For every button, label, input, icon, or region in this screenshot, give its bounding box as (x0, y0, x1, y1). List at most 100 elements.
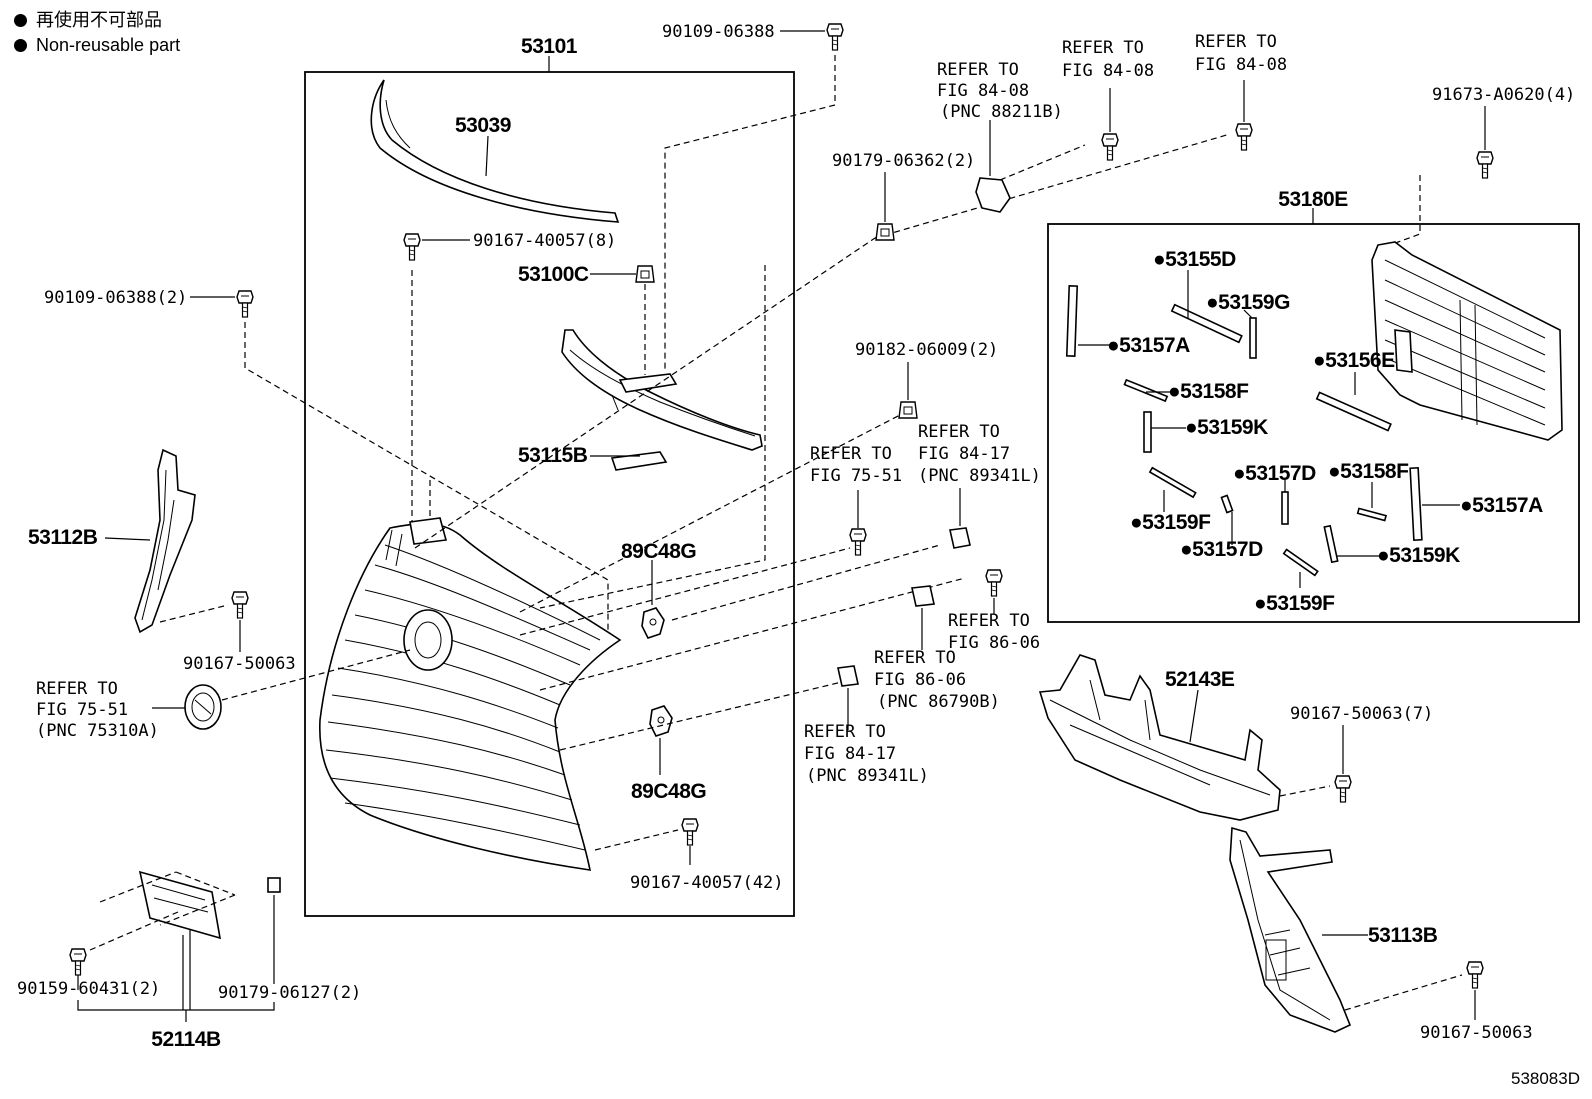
svg-text:(PNC 89341L): (PNC 89341L) (806, 766, 929, 786)
side-bracket-left-part (134, 448, 196, 634)
svg-text:FIG 75-51: FIG 75-51 (36, 700, 128, 720)
label-53157D-top: ●53157D (1233, 462, 1316, 485)
bolt-ref-84-08-b-icon (1235, 123, 1253, 151)
bolt-90167-50063-right-icon (1466, 961, 1484, 989)
upper-molding-part (370, 79, 620, 223)
clip-90179-06127-icon (267, 877, 281, 893)
svg-text:FIG 84-17: FIG 84-17 (918, 444, 1010, 464)
label-90182-06009-2: 90182-06009(2) (855, 340, 998, 360)
svg-text:REFER TO: REFER TO (918, 422, 1000, 442)
label-53157D-bottom: ●53157D (1180, 538, 1263, 561)
label-90167-50063-right: 90167-50063 (1420, 1023, 1533, 1043)
bullet-icon (14, 39, 27, 52)
ref-note-86-06-right: REFER TO FIG 86-06 (948, 611, 1040, 653)
clip-90182-06009-icon (898, 401, 918, 419)
legend-japanese-text: 再使用不可部品 (36, 10, 162, 30)
label-90109-06388-2: 90109-06388(2) (44, 288, 187, 308)
bolt-90167-50063-7-icon (1334, 775, 1352, 803)
svg-text:(PNC 89341L): (PNC 89341L) (918, 466, 1041, 486)
seal-53159F-bottom-part (1282, 548, 1319, 577)
svg-text:REFER TO: REFER TO (874, 648, 956, 668)
label-53159K-top: ●53159K (1185, 416, 1268, 439)
label-52114B: 52114B (151, 1028, 221, 1051)
label-90159-60431-2: 90159-60431(2) (17, 979, 160, 999)
label-89C48G-bottom: 89C48G (631, 780, 706, 803)
label-53158F-right: ●53158F (1328, 460, 1409, 483)
seal-53157A-right-part (1409, 466, 1423, 542)
support-52143E-part (1038, 654, 1281, 821)
strip-53115B-part (610, 451, 668, 471)
label-53159K-right: ●53159K (1377, 544, 1460, 567)
clip-53100C-icon (635, 265, 655, 283)
svg-text:FIG 84-08: FIG 84-08 (937, 81, 1029, 101)
svg-text:FIG 86-06: FIG 86-06 (874, 670, 966, 690)
legend: 再使用不可部品 Non-reusable part (14, 8, 180, 58)
svg-text:REFER TO: REFER TO (36, 679, 118, 699)
label-90179-06362-2: 90179-06362(2) (832, 151, 975, 171)
seal-53158F-left-part (1123, 378, 1169, 403)
label-90179-06127-2: 90179-06127(2) (218, 983, 361, 1003)
ref-note-84-08-b: REFER TO FIG 84-08 (1195, 32, 1287, 75)
svg-text:FIG 84-17: FIG 84-17 (804, 744, 896, 764)
svg-text:FIG 84-08: FIG 84-08 (1195, 55, 1287, 75)
seal-53158F-right-part (1356, 507, 1388, 522)
svg-text:REFER TO: REFER TO (810, 444, 892, 464)
bolt-90167-40057-42-icon (681, 818, 699, 846)
sensor-88211B-part (975, 177, 1011, 213)
svg-text:FIG 84-08: FIG 84-08 (1062, 61, 1154, 81)
label-90167-40057-42: 90167-40057(42) (630, 873, 784, 893)
sensor-84-17-top-part (949, 527, 971, 549)
bolt-90167-40057-8-icon (403, 233, 421, 261)
svg-text:FIG 86-06: FIG 86-06 (948, 633, 1040, 653)
emblem-part (184, 684, 222, 730)
label-90167-50063-left: 90167-50063 (183, 654, 296, 674)
ref-note-86-06-pnc: REFER TO FIG 86-06 (PNC 86790B) (874, 648, 1000, 712)
label-91673-A0620-4: 91673-A0620(4) (1432, 85, 1575, 105)
legend-row-japanese: 再使用不可部品 (14, 8, 180, 33)
svg-text:REFER TO: REFER TO (804, 722, 886, 742)
grille-assy-label: 53101 (521, 35, 578, 58)
label-90167-50063-7: 90167-50063(7) (1290, 704, 1433, 724)
sensor-89C48G-top-part (641, 607, 665, 639)
main-grille-part (318, 517, 622, 871)
shutter-assy-label: 53180E (1278, 188, 1348, 211)
svg-text:(PNC 88211B): (PNC 88211B) (940, 102, 1063, 122)
bolt-ref-84-08-a-icon (1101, 133, 1119, 161)
label-53113B: 53113B (1368, 924, 1438, 947)
legend-row-english: Non-reusable part (14, 33, 180, 58)
legend-english-text: Non-reusable part (36, 35, 181, 55)
svg-text:REFER TO: REFER TO (1062, 38, 1144, 58)
bolt-91673-A0620-icon (1476, 151, 1494, 179)
label-53155D: ●53155D (1153, 248, 1236, 271)
ref-note-75-51-emblem: REFER TO FIG 75-51 (PNC 75310A) (36, 679, 159, 741)
seal-53159K-right-part (1323, 524, 1339, 564)
label-52143E: 52143E (1165, 668, 1235, 691)
bolt-90167-50063-left-icon (231, 591, 249, 619)
clip-90179-06362-icon (875, 223, 895, 241)
label-53157A-right: ●53157A (1460, 494, 1543, 517)
sensor-89C48G-bottom-part (649, 705, 673, 737)
seal-53156E-part (1315, 391, 1392, 432)
label-53159F-left: ●53159F (1130, 511, 1211, 534)
seal-53159G-part (1249, 317, 1257, 359)
svg-text:REFER TO: REFER TO (948, 611, 1030, 631)
ref-note-84-17-top: REFER TO FIG 84-17 (PNC 89341L) (918, 422, 1041, 486)
svg-text:REFER TO: REFER TO (937, 60, 1019, 80)
label-53115B: 53115B (518, 444, 588, 467)
seal-53159K-top-part (1143, 411, 1152, 453)
label-53159G: ●53159G (1206, 291, 1290, 314)
svg-text:FIG 75-51: FIG 75-51 (810, 466, 902, 486)
bullet-icon (14, 14, 27, 27)
seal-53155D-part (1170, 303, 1243, 344)
side-bracket-right-part (1229, 826, 1352, 1033)
bolt-ref-86-06-icon (985, 569, 1003, 597)
drawing-number: 538083D (1510, 1069, 1580, 1088)
license-bracket-part (99, 870, 236, 940)
bolt-ref-75-51-icon (849, 528, 867, 556)
seal-53157A-left-part (1065, 285, 1079, 357)
label-53039: 53039 (455, 114, 511, 137)
seal-53159F-left-part (1148, 466, 1197, 499)
label-53158F-left: ●53158F (1168, 380, 1249, 403)
seal-53157D-top-part (1281, 491, 1289, 525)
